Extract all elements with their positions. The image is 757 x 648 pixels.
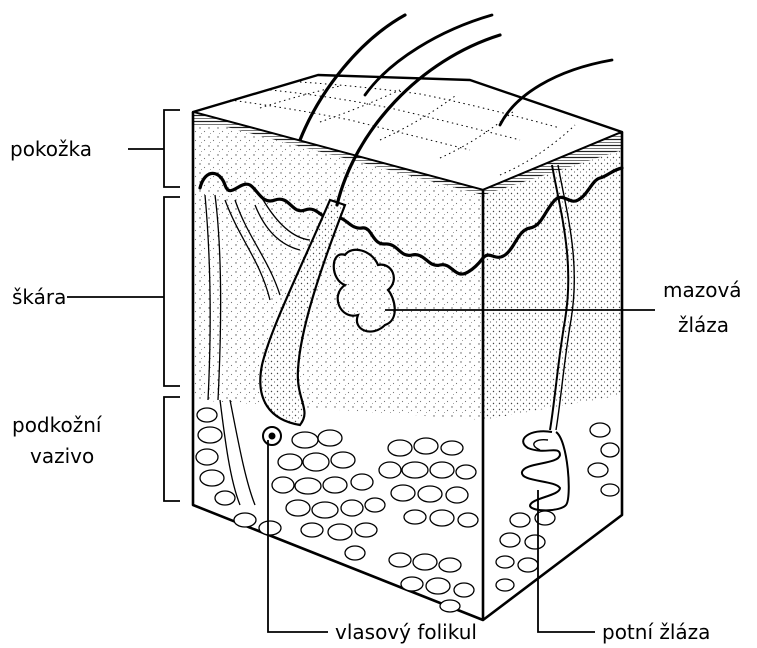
label-dermis: škára xyxy=(12,285,66,309)
epidermis-bracket xyxy=(164,110,180,187)
layer-brackets xyxy=(164,110,180,501)
dermis-bracket xyxy=(164,197,180,386)
label-sweat-gland: potní žláza xyxy=(602,620,710,644)
label-hypodermis-line1: podkožní xyxy=(12,413,103,437)
dermis-side xyxy=(480,145,625,625)
label-sebaceous-line2: žláza xyxy=(678,313,729,337)
hypodermis-bracket xyxy=(164,397,180,501)
label-hypodermis-line2: vazivo xyxy=(30,444,94,468)
label-epidermis: pokožka xyxy=(10,137,92,161)
label-sebaceous-line1: mazová xyxy=(663,278,742,302)
skin-block-illustration xyxy=(190,15,625,625)
label-hair-follicle: vlasový folikul xyxy=(335,620,477,644)
